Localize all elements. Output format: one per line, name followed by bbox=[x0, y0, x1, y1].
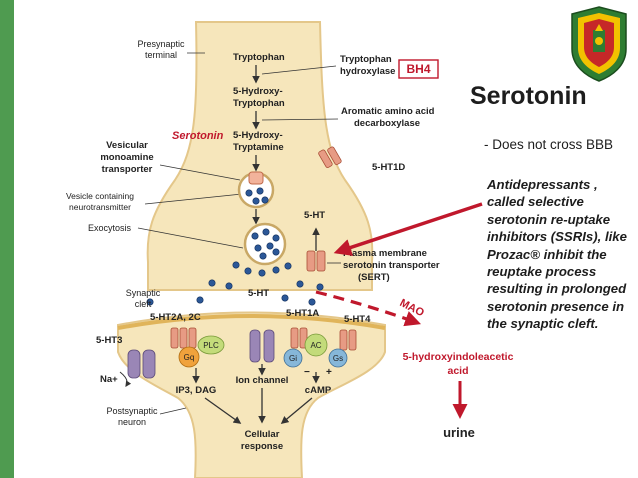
ht-reuptake-label: 5-HT bbox=[304, 210, 325, 221]
presynaptic-terminal-label-2: terminal bbox=[145, 50, 177, 60]
pointer-line bbox=[159, 407, 187, 415]
accent-bar bbox=[0, 0, 14, 478]
ht4-label: 5-HT4 bbox=[344, 314, 371, 325]
university-logo bbox=[571, 6, 627, 82]
metabolite-label-1: 5-hydroxyindoleacetic bbox=[403, 351, 514, 363]
hydroxy-tryptophan-label-2: Tryptophan bbox=[233, 98, 285, 109]
vmat-transporter-icon bbox=[248, 171, 264, 185]
pointer-line bbox=[159, 164, 241, 181]
metabolite-label-2: acid bbox=[447, 365, 468, 377]
minus-sign: − bbox=[304, 367, 310, 378]
tryptophan-hydroxylase-label-2: hydroxylase bbox=[340, 66, 395, 77]
synaptic-cleft-label-2: cleft bbox=[135, 299, 152, 309]
bh4-box bbox=[398, 59, 439, 79]
mao-degradation-arrow bbox=[315, 290, 422, 327]
ht3-ion-channel-icon bbox=[127, 349, 156, 379]
postsynaptic-membrane bbox=[117, 314, 386, 330]
sert-label-3: (SERT) bbox=[358, 272, 390, 283]
cellular-response-label-2: response bbox=[241, 441, 283, 452]
vesicle-label-2: neurotransmitter bbox=[69, 202, 131, 212]
ac-label: AC bbox=[310, 341, 321, 350]
ssri-note: Antidepressants , called selective serot… bbox=[487, 177, 627, 332]
ac-enzyme-icon bbox=[304, 333, 328, 357]
pointer-line bbox=[137, 227, 244, 249]
hydroxy-tryptophan-label-1: 5-Hydroxy- bbox=[233, 86, 283, 97]
postsynaptic-label-2: neuron bbox=[118, 417, 146, 427]
ht1d-receptor-icon bbox=[318, 146, 342, 168]
camp-label: cAMP bbox=[305, 385, 332, 396]
plc-enzyme-icon bbox=[197, 335, 225, 355]
serotonin-molecules bbox=[146, 261, 324, 306]
plc-label: PLC bbox=[203, 341, 219, 350]
enzyme-pointer bbox=[261, 65, 337, 75]
pointer-line bbox=[144, 193, 243, 205]
presynaptic-terminal-label-1: Presynaptic bbox=[137, 39, 185, 49]
presynaptic-terminal-shape bbox=[146, 21, 374, 291]
serotonin-molecules bbox=[251, 228, 280, 260]
gs-protein-icon bbox=[328, 348, 348, 368]
arrow-na bbox=[119, 371, 132, 387]
gq-label: Gq bbox=[184, 353, 195, 362]
vesicle-label-1: Vesicle containing bbox=[66, 191, 134, 201]
aromatic-decarboxylase-label-2: decarboxylase bbox=[354, 118, 420, 129]
ht2-receptor-icon bbox=[170, 327, 197, 349]
urine-label: urine bbox=[443, 425, 475, 440]
mao-label: MAO bbox=[398, 297, 427, 320]
sert-label-1: Plasma membrane bbox=[343, 248, 427, 259]
ht1d-label: 5-HT1D bbox=[372, 162, 405, 173]
slide-title: Serotonin bbox=[470, 82, 587, 110]
sert-transporter-icon bbox=[306, 250, 326, 272]
ion-channel-icon bbox=[249, 329, 275, 363]
ion-channel-label: Ion channel bbox=[236, 375, 289, 386]
na-label: Na+ bbox=[100, 374, 118, 385]
vmat-label-2: monoamine bbox=[100, 152, 153, 163]
bbb-bullet: - Does not cross BBB bbox=[484, 137, 614, 152]
ht-cleft-label: 5-HT bbox=[248, 288, 269, 299]
ssri-inhibition-arrow bbox=[333, 202, 483, 256]
serotonin-molecules bbox=[245, 187, 269, 205]
vmat-label-1: Vesicular bbox=[106, 140, 148, 151]
gq-protein-icon bbox=[178, 346, 200, 368]
ht1a-receptor-icon bbox=[290, 327, 308, 349]
synaptic-cleft-label-1: Synaptic bbox=[126, 288, 161, 298]
sert-label-2: serotonin transporter bbox=[343, 260, 440, 271]
hydroxy-tryptamine-label-1: 5-Hydroxy- bbox=[233, 130, 283, 141]
ht3-label: 5-HT3 bbox=[96, 335, 122, 346]
ht1a-label: 5-HT1A bbox=[286, 308, 319, 319]
gi-protein-icon bbox=[283, 348, 303, 368]
ip3-dag-label: IP3, DAG bbox=[176, 385, 217, 396]
ht4-receptor-icon bbox=[339, 329, 357, 351]
gi-label: Gi bbox=[289, 354, 297, 363]
bh4-label: BH4 bbox=[406, 62, 430, 76]
gs-label: Gs bbox=[333, 354, 343, 363]
postsynaptic-label-1: Postsynaptic bbox=[106, 406, 158, 416]
enzyme-pointer bbox=[261, 118, 339, 121]
ht2-label: 5-HT2A, 2C bbox=[150, 312, 201, 323]
tryptophan-label: Tryptophan bbox=[233, 52, 285, 63]
tryptophan-hydroxylase-label-1: Tryptophan bbox=[340, 54, 392, 65]
vmat-label-3: transporter bbox=[102, 164, 153, 175]
aromatic-decarboxylase-label-1: Aromatic amino acid bbox=[341, 106, 435, 117]
serotonin-red-label: Serotonin bbox=[172, 130, 224, 142]
cellular-response-label-1: Cellular bbox=[245, 429, 280, 440]
arrow-to-response bbox=[204, 397, 242, 424]
exocytosis-label: Exocytosis bbox=[88, 223, 132, 233]
hydroxy-tryptamine-label-2: Tryptamine bbox=[233, 142, 284, 153]
plus-sign: + bbox=[326, 367, 332, 378]
arrow-to-response bbox=[280, 397, 313, 424]
